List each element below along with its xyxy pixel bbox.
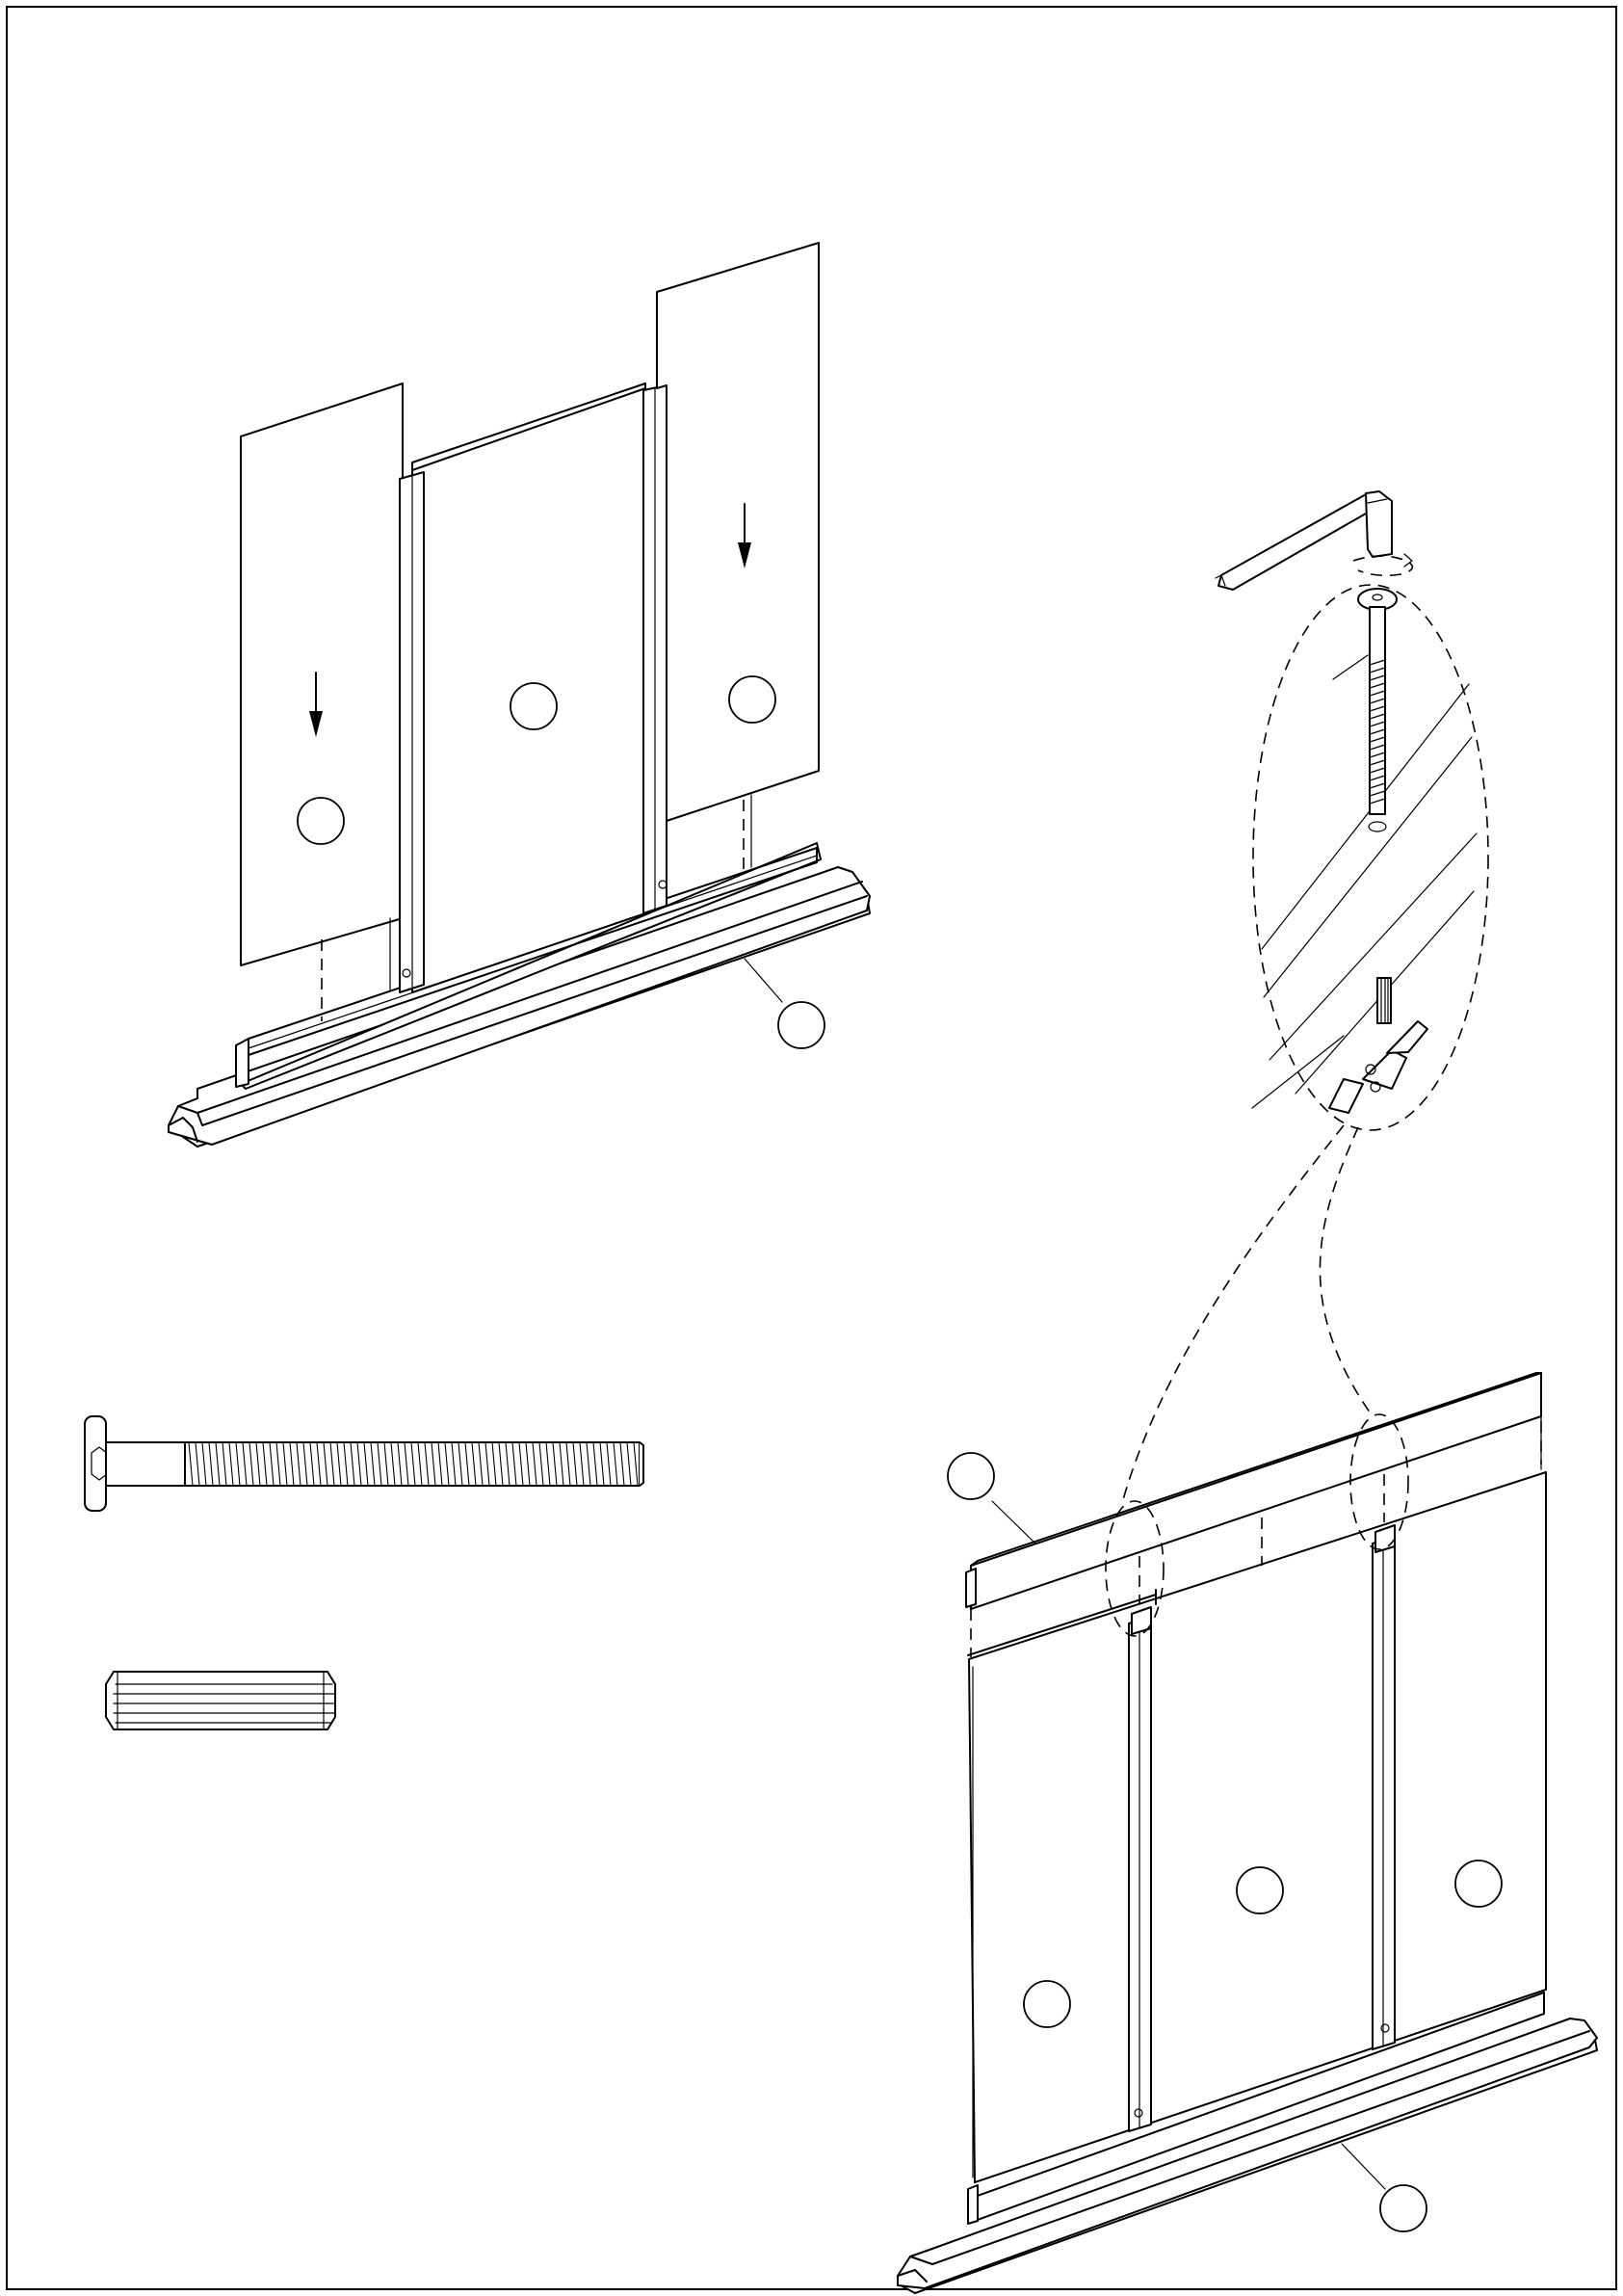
callout-a-4 [778,1002,825,1048]
callout-b-2 [1024,1981,1070,2027]
hex-key-icon [1216,491,1412,590]
detail-link-right [1320,1127,1373,1416]
wooden-dowel-icon [106,1672,335,1729]
panel-right-a [657,243,819,872]
step-b-assembly [898,1373,1597,2293]
callout-b-4 [1455,1861,1502,1907]
detail-link-left [1122,1125,1344,1503]
callout-a-2 [510,683,557,729]
callout-b-3 [1237,1867,1283,1913]
panel-left-a [241,383,403,1021]
callout-a-3 [729,676,775,723]
dowel-in-detail [1377,978,1391,1023]
bolt-icon [85,1416,643,1511]
callout-b-5 [1380,2185,1427,2231]
step-a-assembly [169,243,870,1147]
bolt-in-detail [1333,589,1397,831]
callout-b-1 [948,1453,994,1499]
callout-a-1 [298,798,344,844]
